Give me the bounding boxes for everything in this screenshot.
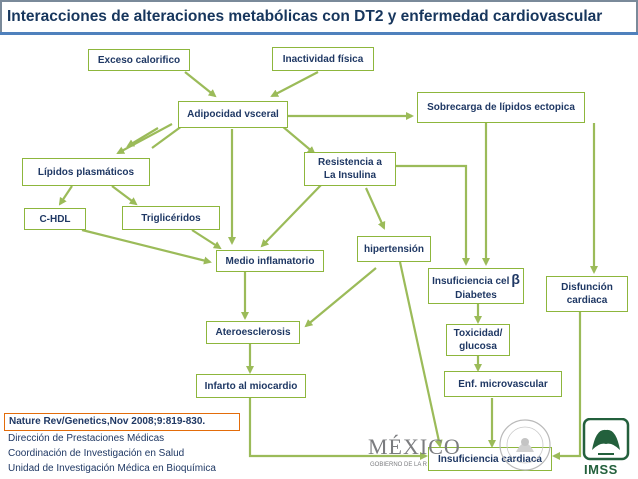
title-bar: Interacciones de alteraciones metabólica… — [0, 0, 638, 34]
node-label: Medio inflamatorio — [225, 255, 315, 267]
imss-logo: IMSS — [578, 417, 634, 478]
arrow-hipertension-to-atero — [304, 267, 377, 328]
node-label: Adipocidad vsceral — [187, 109, 279, 120]
node-label-line2: Diabetes — [455, 289, 497, 301]
arrow-resistencia-to-insuf-cel — [396, 164, 470, 266]
node-ateroesclerosis: Ateroesclerosis — [206, 321, 300, 344]
node-label: C-HDL — [39, 213, 71, 225]
footer-line-3: Unidad de Investigación Médica en Bioquí… — [8, 463, 216, 474]
arrow-adipocidad-to-lipidos — [116, 123, 173, 154]
slide-title: Interacciones de alteraciones metabólica… — [7, 8, 603, 25]
node-label: Insuficiencia cardiaca — [438, 453, 542, 465]
title-underline — [0, 32, 638, 35]
arrow-adipocidad-to-resistencia — [281, 125, 316, 155]
arrow-lipidos-to-trig — [111, 185, 138, 206]
node-label: Exceso calorifico — [97, 54, 181, 66]
node-label: Enf. microvascular — [458, 378, 548, 390]
node-label: Lípidos plasmáticos — [37, 166, 135, 178]
mexico-government-logo: MÉXICO GOBIERNO DE LA R — [368, 434, 460, 474]
node-chdl: C-HDL — [24, 208, 86, 230]
source-citation: Nature Rev/Genetics,Nov 2008;9:819-830. — [9, 416, 206, 427]
node-label: Infarto al miocardio — [204, 380, 298, 392]
node-disfuncion-cardiaca: Disfunción cardiaca — [546, 276, 628, 312]
node-label-line1: Toxicidad/ — [453, 328, 503, 339]
node-adipocidad-visceral: Adipocidad vsceral — [178, 101, 288, 128]
mexico-logo-subtitle: GOBIERNO DE LA R — [370, 462, 428, 468]
imss-eagle-icon — [582, 417, 630, 461]
node-enf-microvascular: Enf. microvascular — [444, 371, 562, 397]
node-label-line1: Resistencia a — [318, 157, 382, 168]
node-hipertension: hipertensión — [357, 236, 431, 262]
arrow-resistencia-to-hipertension — [364, 187, 386, 230]
national-seal-icon — [499, 419, 551, 471]
node-medio-inflamatorio: Medio inflamatorio — [216, 250, 324, 272]
imss-wordmark: IMSS — [584, 462, 618, 477]
node-lipidos-plasmaticos: Lípidos plasmáticos — [22, 158, 150, 186]
arrow-left-diag-mid — [151, 125, 183, 149]
arrow-hipertension-to-insuf-card — [398, 261, 443, 448]
node-inactividad-fisica: Inactividad física — [272, 47, 374, 71]
arrow-lipidos-to-chdl — [58, 185, 73, 206]
arrow-left-diag-top — [126, 127, 159, 148]
node-label-text: Insuficiencia cel — [432, 276, 510, 288]
node-label: hipertensión — [363, 243, 424, 255]
arrow-inactividad-to-adipocidad — [270, 71, 319, 97]
node-label-line2: cardiaca — [566, 295, 608, 306]
arrow-chdl-to-medio — [81, 228, 212, 265]
node-label: Triglicéridos — [141, 212, 201, 224]
node-toxicidad-glucosa: Toxicidad/ glucosa — [446, 324, 510, 356]
node-label-line2: La Insulina — [323, 170, 377, 181]
node-resistencia-insulina: Resistencia a La Insulina — [304, 152, 396, 186]
mexico-logo-word: MÉXICO — [368, 434, 461, 459]
node-sobrecarga-lipidos: Sobrecarga de lípidos ectopica — [417, 92, 585, 123]
arrow-disfuncion-to-insuf-card — [552, 312, 582, 460]
node-label-line2: glucosa — [459, 341, 497, 352]
footer-line-2: Coordinación de Investigación en Salud — [8, 448, 185, 459]
node-label-line1: Disfunción — [561, 282, 613, 293]
footer-line-1: Dirección de Prestaciones Médicas — [8, 433, 165, 444]
arrow-resistencia-to-medio — [260, 183, 323, 248]
arrow-infarto-to-insuf-card — [248, 398, 428, 460]
node-exceso-calorifico: Exceso calorifico — [88, 49, 190, 71]
arrow-trig-to-medio — [191, 229, 222, 250]
node-label: Inactividad física — [282, 53, 364, 65]
node-trigliceridos: Triglicéridos — [122, 206, 220, 230]
node-label: Sobrecarga de lípidos ectopica — [427, 102, 575, 113]
node-label: Ateroesclerosis — [215, 327, 291, 338]
arrow-exceso-to-adipocidad — [184, 71, 217, 98]
source-citation-box: Nature Rev/Genetics,Nov 2008;9:819-830. — [4, 413, 240, 431]
beta-symbol: β — [511, 271, 520, 288]
node-infarto-miocardio: Infarto al miocardio — [196, 374, 306, 398]
